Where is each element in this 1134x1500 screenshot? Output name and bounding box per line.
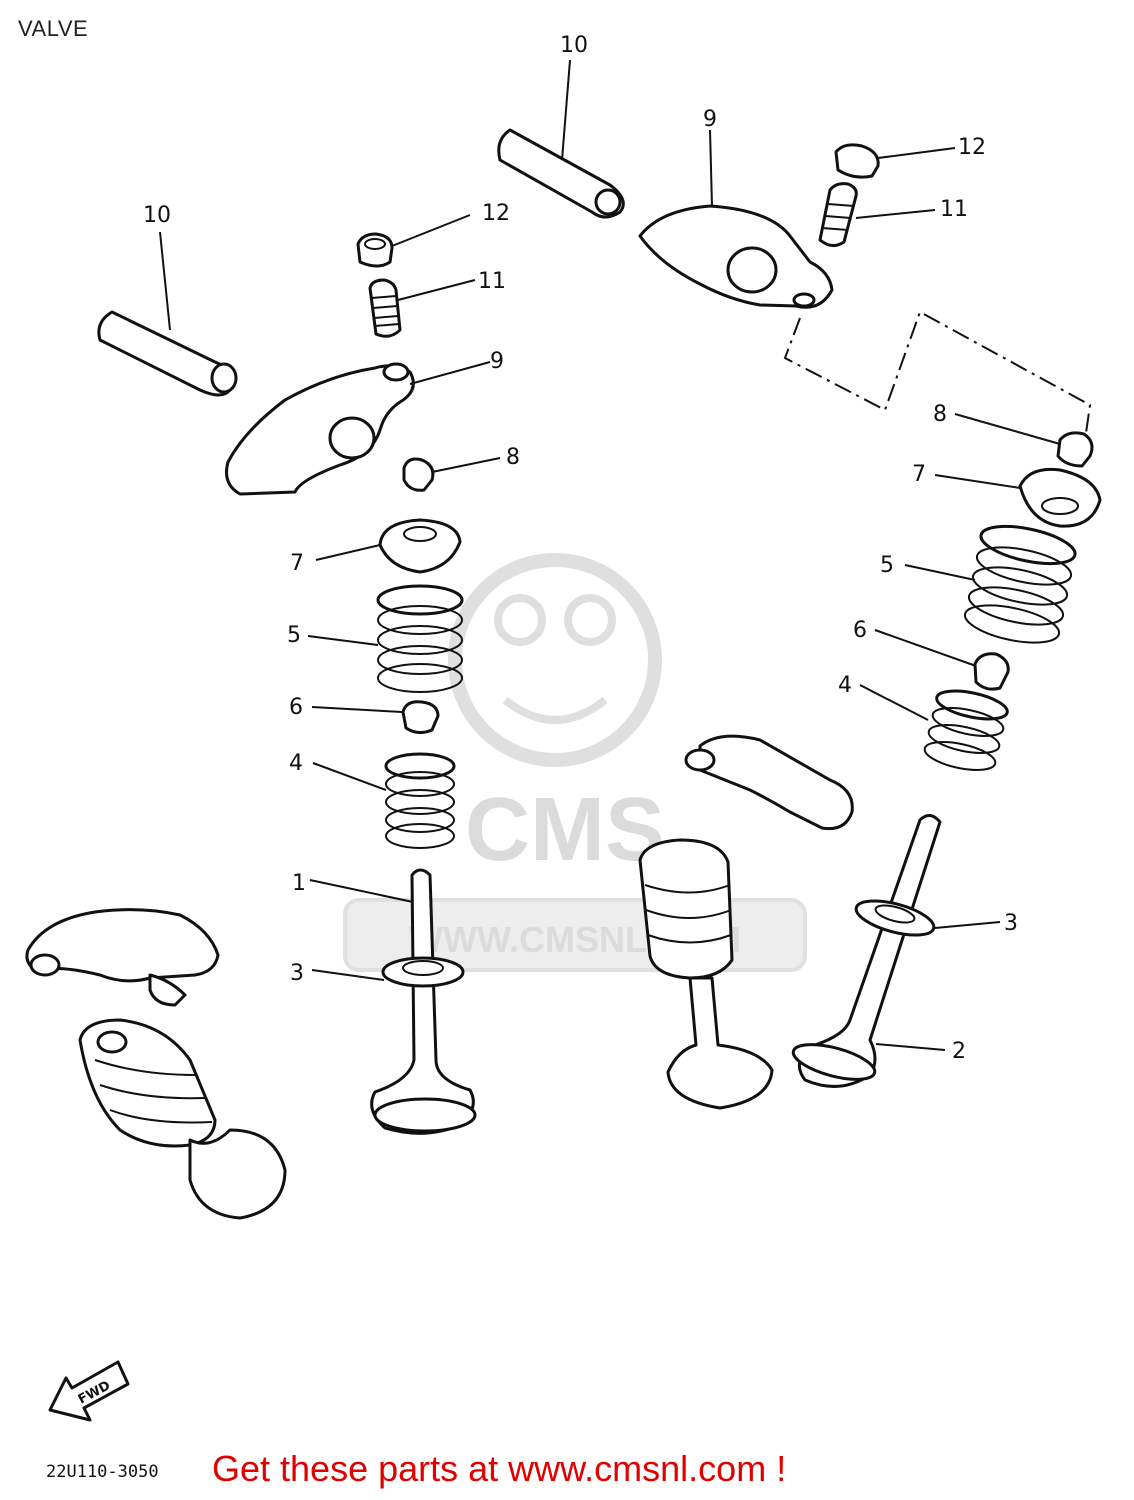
adjusting-screw-right <box>818 182 858 247</box>
rocker-arm-left <box>225 362 415 496</box>
callout-5: 5 <box>880 553 894 578</box>
assembled-valve-left <box>25 908 287 1220</box>
callout-12: 12 <box>958 135 986 160</box>
valve-cotter-left <box>402 457 435 492</box>
page-title: VALVE <box>18 16 89 41</box>
oil-seal-right <box>854 899 936 937</box>
callout-4: 4 <box>289 751 303 776</box>
adjusting-screw-left <box>368 278 402 338</box>
watermark-logo: CMS <box>465 780 665 880</box>
assembled-valve-center <box>638 734 854 1110</box>
callout-3: 3 <box>1004 911 1018 936</box>
callout-9: 9 <box>703 107 717 132</box>
spring-retainer-right <box>1018 467 1102 528</box>
callout-5: 5 <box>287 623 301 648</box>
callout-6: 6 <box>853 618 867 643</box>
valve-spring-inner-left <box>384 752 456 849</box>
callout-1: 1 <box>292 871 306 896</box>
assembly-guide-line <box>783 310 1092 441</box>
callout-7: 7 <box>912 462 926 487</box>
rocker-shaft-right <box>497 128 625 219</box>
callout-10: 10 <box>143 203 171 228</box>
callout-11: 11 <box>940 197 968 222</box>
exhaust-valve <box>791 814 942 1088</box>
callout-7: 7 <box>290 551 304 576</box>
valve-spring-outer-right <box>963 524 1077 644</box>
spring-retainer-left <box>378 518 462 574</box>
fwd-direction-icon: FWD <box>48 1360 130 1422</box>
callout-10: 10 <box>560 33 588 58</box>
callout-numbers: 10 10 12 11 9 8 7 5 6 4 1 3 9 12 11 8 7 … <box>143 33 1018 1064</box>
callout-6: 6 <box>289 695 303 720</box>
callout-8: 8 <box>933 402 947 427</box>
spring-seat-left <box>401 700 440 735</box>
rocker-arm-right <box>638 204 834 309</box>
callout-12: 12 <box>482 201 510 226</box>
valve-cotter-right <box>1056 431 1094 468</box>
callout-9: 9 <box>490 349 504 374</box>
valve-spring-inner-right <box>923 689 1009 771</box>
callout-2: 2 <box>952 1039 966 1064</box>
callout-8: 8 <box>506 445 520 470</box>
locknut-left <box>356 232 394 268</box>
callout-4: 4 <box>838 673 852 698</box>
rocker-shaft-left <box>97 310 238 397</box>
locknut-right <box>834 143 880 179</box>
promo-link[interactable]: Get these parts at www.cmsnl.com ! <box>212 1448 787 1489</box>
oil-seal-left <box>381 956 465 988</box>
callout-11: 11 <box>478 269 506 294</box>
diagram-code: 22U110-3050 <box>46 1462 159 1482</box>
intake-valve <box>370 868 477 1135</box>
spring-seat-right <box>973 652 1010 691</box>
valve-spring-outer-left <box>376 584 464 693</box>
callout-3: 3 <box>290 961 304 986</box>
leader-lines <box>159 59 1061 1051</box>
